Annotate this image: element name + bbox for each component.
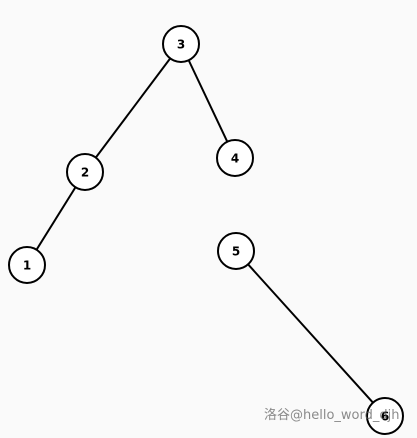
node-label: 3 xyxy=(177,38,185,52)
node-circle xyxy=(216,139,254,177)
edges-layer xyxy=(26,43,386,417)
node-circle xyxy=(162,25,200,63)
tree-node-2: 2 xyxy=(66,153,104,191)
tree-node-3: 3 xyxy=(162,25,200,63)
node-label: 2 xyxy=(81,166,89,180)
tree-node-5: 5 xyxy=(217,232,255,270)
tree-node-4: 4 xyxy=(216,139,254,177)
node-label: 4 xyxy=(231,152,239,166)
tree-node-1: 1 xyxy=(8,246,46,284)
edge-3-2 xyxy=(84,43,182,173)
tree-node-6: 6 xyxy=(366,397,404,435)
node-circle xyxy=(366,397,404,435)
edge-5-6 xyxy=(235,250,386,417)
node-circle xyxy=(8,246,46,284)
node-label: 6 xyxy=(381,410,389,424)
node-circle xyxy=(66,153,104,191)
edge-3-4 xyxy=(180,43,236,159)
watermark-text: 洛谷@hello_word_djh xyxy=(264,408,400,423)
node-label: 1 xyxy=(23,259,31,273)
node-label: 5 xyxy=(232,245,240,259)
nodes-layer: 3 2 4 1 5 6 xyxy=(8,25,404,435)
node-circle xyxy=(217,232,255,270)
